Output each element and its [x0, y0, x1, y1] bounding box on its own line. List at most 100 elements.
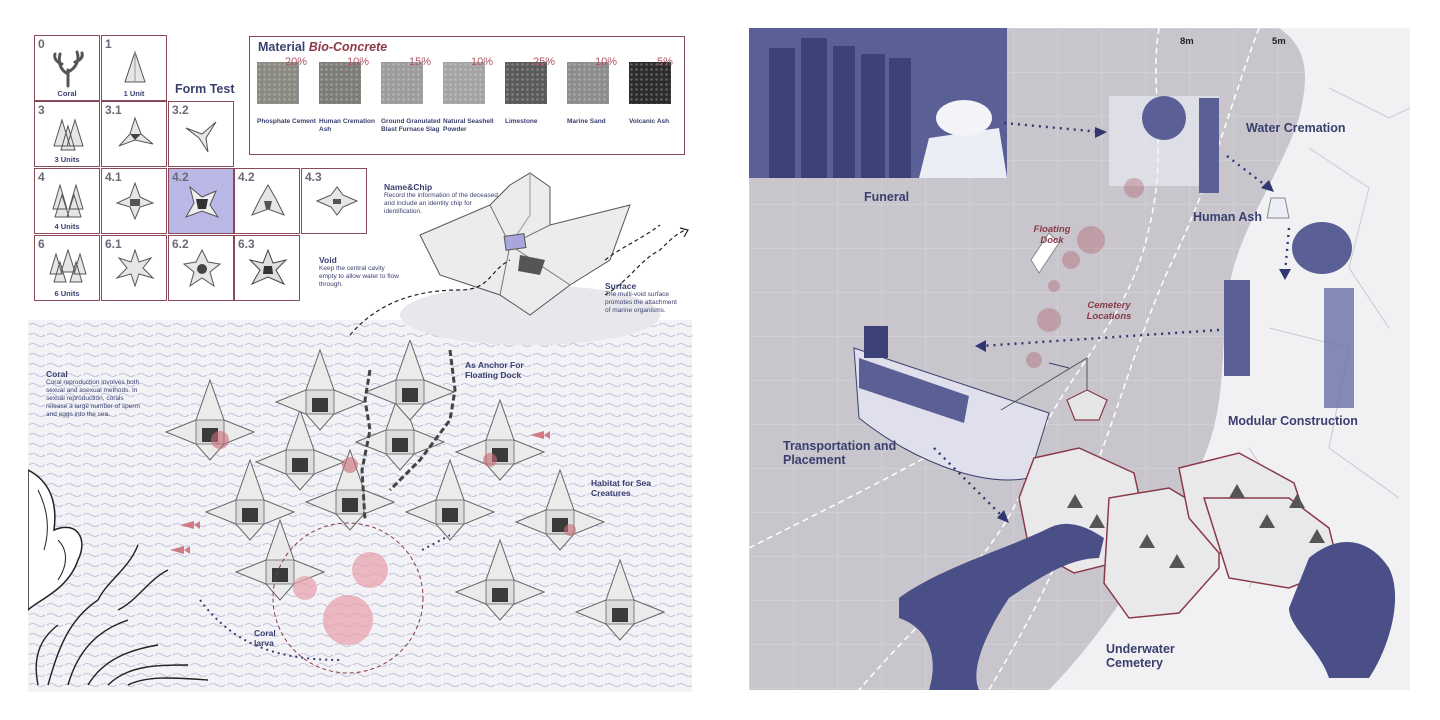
cell-number: 0: [38, 37, 45, 51]
cemetery-locations-label: Cemetery Locations: [1086, 300, 1132, 322]
modular-construction-label: Modular Construction: [1228, 414, 1358, 428]
form-cell-4-2-selected: 4.2: [168, 168, 234, 234]
material-percent: 10%: [471, 56, 494, 68]
coral-larva-label: Coral larva: [254, 628, 276, 648]
tetrapod-field: [165, 340, 665, 641]
unit-sketch-icon: [184, 185, 220, 219]
coral-larva-diagram: [199, 522, 450, 674]
cell-caption: 1 Unit: [123, 89, 145, 98]
material-percent: 20%: [285, 56, 308, 68]
material-swatch: [381, 62, 423, 104]
unit-sketch-icon: [182, 248, 222, 288]
name-chip-title: Name&Chip: [384, 182, 433, 192]
cell-number: 6.3: [238, 237, 255, 251]
coral-title: Coral: [46, 369, 68, 379]
form-cell-4-2b: 4.2: [234, 168, 300, 234]
material-swatch: [443, 62, 485, 104]
form-cell-6-1: 6.1: [101, 235, 167, 301]
material-percent: 25%: [533, 56, 556, 68]
cell-caption: 3 Units: [54, 155, 80, 164]
process-map: 8m 5m Funeral Water Cremation Human Ash …: [749, 28, 1410, 690]
material-swatch: [505, 62, 547, 104]
cell-number: 6.2: [172, 237, 189, 251]
cell-number: 4.2: [238, 170, 255, 184]
unit-sketch-icon: [250, 183, 286, 216]
form-cell-coral: 0 Coral: [34, 35, 100, 101]
cell-number: 3.1: [105, 103, 122, 117]
material-percent: 10%: [595, 56, 618, 68]
underwater-cemetery-label: Underwater Cemetery: [1106, 642, 1175, 670]
form-cell-3-1: 3.1: [101, 101, 167, 167]
unit-sketch-icon: [115, 248, 155, 288]
unit-sketch-icon: [52, 183, 84, 218]
habitat-label: Habitat for Sea Creatures: [591, 478, 651, 498]
cell-number: 6.1: [105, 237, 122, 251]
cell-number: 4: [38, 170, 45, 184]
form-cell-6-2: 6.2: [168, 235, 234, 301]
cell-number: 4.2: [172, 170, 189, 184]
unit-sketch-icon: [49, 248, 87, 283]
surface-title: Surface: [605, 281, 637, 291]
cell-caption: 4 Units: [54, 222, 80, 231]
cell-number: 3.2: [172, 103, 189, 117]
form-test-title: Form Test: [175, 82, 235, 96]
surface-body: The multi-void surface promotes the atta…: [605, 291, 677, 314]
form-cell-3-2: 3.2: [168, 101, 234, 167]
material-name: Natural Seashell Powder: [443, 118, 494, 133]
void-title: Void: [319, 255, 337, 265]
coral-body: Coral reproduction involves both sexual …: [46, 379, 140, 418]
anchor-label: As Anchor For Floating Dock: [465, 360, 524, 380]
unit-sketch-icon: [53, 118, 84, 151]
cell-number: 1: [105, 37, 112, 51]
water-cremation-label: Water Cremation: [1246, 121, 1346, 135]
form-cell-3: 3 3 Units: [34, 101, 100, 167]
material-name: Volcanic Ash: [629, 118, 670, 125]
material-name: Phosphate Cement: [257, 118, 316, 125]
unit-sketch-icon: [315, 186, 359, 216]
cell-caption: Coral: [57, 89, 77, 98]
material-name: Marine Sand: [567, 118, 606, 125]
material-percent: 15%: [409, 56, 432, 68]
material-title-emph: Bio-Concrete: [308, 40, 388, 54]
material-title-prefix: Material: [258, 40, 309, 54]
cell-number: 4.1: [105, 170, 122, 184]
funeral-label: Funeral: [864, 190, 910, 204]
unit-sketch-icon: [248, 248, 288, 286]
material-percent: 5%: [657, 56, 673, 68]
material-name: Limestone: [505, 118, 538, 125]
coral-sketch: [28, 469, 209, 686]
unit-sketch-icon: [185, 121, 217, 153]
cell-number: 4.3: [305, 170, 322, 184]
material-swatch: [629, 62, 671, 104]
unit-sketch-icon: [124, 50, 146, 83]
depth-5m-label: 5m: [1272, 36, 1286, 47]
form-cell-4-3: 4.3: [301, 168, 367, 234]
material-swatch: [257, 62, 299, 104]
void-body: Keep the central cavity empty to allow w…: [319, 265, 399, 288]
water-flow-arrows: [349, 224, 689, 336]
process-map-canvas: [749, 28, 1410, 690]
unit-sketch-icon: [115, 181, 155, 221]
cell-number: 3: [38, 103, 45, 117]
depth-8m-label: 8m: [1180, 36, 1194, 47]
transportation-label: Transportation and Placement: [783, 439, 897, 467]
material-swatch: [567, 62, 609, 104]
name-chip-body: Record the information of the deceased a…: [384, 192, 498, 215]
cell-number: 6: [38, 237, 45, 251]
coral-sketch-icon: [53, 50, 84, 88]
module-perspective-sketch: [400, 172, 660, 345]
unit-sketch-icon: [118, 116, 154, 147]
floating-dock-label: Floating Dock: [1033, 224, 1071, 246]
material-name: Ground Granulated Blast Furnace Slag: [381, 118, 441, 133]
material-name: Human Cremation Ash: [319, 118, 375, 133]
human-ash-label: Human Ash: [1193, 210, 1262, 224]
form-cell-4-1: 4.1: [101, 168, 167, 234]
form-cell-6: 6 6 Units: [34, 235, 100, 301]
cell-caption: 6 Units: [54, 289, 80, 298]
material-title: Material Bio-Concrete: [258, 40, 387, 54]
form-cell-6-3: 6.3: [234, 235, 300, 301]
material-swatch: [319, 62, 361, 104]
form-cell-4: 4 4 Units: [34, 168, 100, 234]
form-cell-1: 1 1 Unit: [101, 35, 167, 101]
material-percent: 10%: [347, 56, 370, 68]
